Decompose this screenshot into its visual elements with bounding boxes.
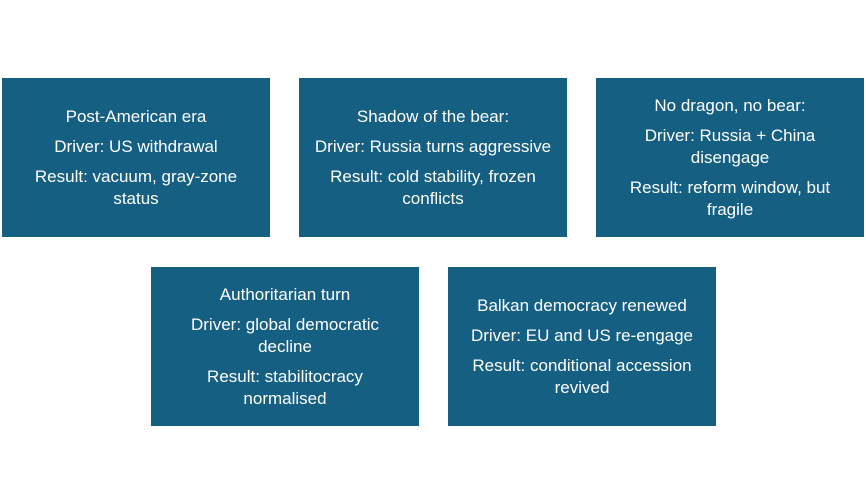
scenario-result: Result: vacuum, gray-zone status	[34, 166, 238, 208]
scenario-driver: Driver: global democratic decline	[190, 314, 379, 356]
scenario-title: Balkan democracy renewed	[477, 295, 687, 315]
scenario-driver: Driver: Russia turns aggressive	[314, 136, 552, 156]
scenario-box-shadow-of-the-bear: Shadow of the bear: Driver: Russia turns…	[299, 78, 567, 237]
scenario-title: Authoritarian turn	[219, 284, 351, 304]
scenario-driver: Driver: US withdrawal	[54, 136, 218, 156]
scenario-title: No dragon, no bear:	[654, 95, 806, 115]
scenario-box-authoritarian-turn: Authoritarian turn Driver: global democr…	[151, 267, 419, 426]
scenario-driver: Driver: Russia + China disengage	[644, 125, 816, 167]
scenario-box-balkan-democracy-renewed: Balkan democracy renewed Driver: EU and …	[448, 267, 716, 426]
scenario-box-no-dragon-no-bear: No dragon, no bear: Driver: Russia + Chi…	[596, 78, 864, 237]
scenario-driver: Driver: EU and US re-engage	[470, 325, 694, 345]
scenario-result: Result: cold stability, frozen conflicts	[330, 166, 536, 208]
scenario-result: Result: stabilitocracy normalised	[207, 366, 363, 408]
scenario-result: Result: reform window, but fragile	[629, 177, 831, 219]
scenario-title: Shadow of the bear:	[356, 106, 510, 126]
scenario-box-post-american-era: Post-American era Driver: US withdrawal …	[2, 78, 270, 237]
scenario-title: Post-American era	[65, 106, 207, 126]
scenario-result: Result: conditional accession revived	[472, 355, 692, 397]
